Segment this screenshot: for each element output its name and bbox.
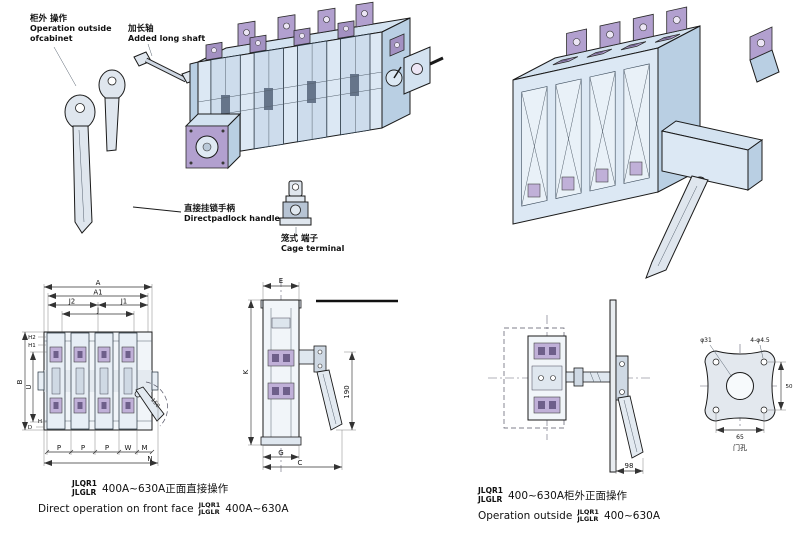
rotary-mechanism [385,33,444,95]
dim-label-50: 50 [786,384,793,390]
annotation-outside-cabinet-en2: ofcabinet [30,33,73,43]
operation-handles [64,69,126,234]
assembled-handle [645,175,709,279]
dim-label-D: D [28,425,32,431]
dim-label-98: 98 [625,462,634,470]
dim-label-H: H [38,419,42,425]
dim-label-P2: P [81,444,85,452]
caption-right-rating-en: 400~630A [603,510,661,523]
caption-left-en: Direct operation on front face [38,503,194,516]
cabinet-door-panel [609,299,617,473]
through-shaft [565,367,611,387]
dim-label-190: 190 [343,385,351,398]
front-view-handle: 150 [134,381,168,427]
caption-right-line2: Operation outside JLQR1 JLGLR 400~630A [478,508,661,524]
caption-left-rating-cn: 400A~630A正面直接操作 [101,483,229,496]
center-hole [726,372,754,400]
annotation-long-shaft: 加长轴 Added long shaft [128,24,205,44]
caption-left-model-bottom: JLGLR [72,487,97,497]
caption-left-models2: JLQR1 JLGLR [198,501,221,517]
outside-operation-view: 98 [488,299,650,474]
annotation-padlock-handle-cn: 直接挂锁手柄 [184,204,236,214]
cage-terminal-part [279,180,312,226]
annotation-cage-terminal-cn: 笼式 端子 [281,234,318,244]
annotation-outside-cabinet: 柜外 操作 Operation outside ofcabinet [30,14,112,43]
flange-adapter [184,112,242,170]
front-terminal-tabs [205,20,355,61]
dim-label-E: E [279,277,283,285]
caption-left-rating-en: 400A~630A [225,503,289,516]
caption-right-model-top: JLQR1 [478,486,503,495]
side-view-handle [298,345,343,431]
dim-label-M: M [141,444,147,452]
outside-handle [615,355,644,459]
dim-label-B: B [16,379,24,384]
caption-left-line2: Direct operation on front face JLQR1 JLG… [38,501,289,517]
dim-label-A: A [96,279,101,287]
dim-label-H2: H2 [28,335,36,341]
dim-label-dia31: φ31 [700,337,712,344]
dim-label-J: J [96,307,99,315]
dim-label-G: G [278,449,283,457]
caption-left-line1: JLQR1 JLGLR 400A~630A正面直接操作 [72,479,229,497]
exploded-view [53,1,444,234]
annotation-outside-cabinet-en1: Operation outside [30,24,112,34]
annotation-outside-cabinet-cn: 柜外 操作 [30,14,67,24]
caption-left-model-top2: JLQR1 [198,501,221,509]
side-dimension-view: E K 190 G C [242,277,398,472]
dim-label-P3: P [105,444,109,452]
dim-label-A1: A1 [93,289,102,297]
assembled-top-pads [552,33,681,66]
caption-right-model-top2: JLQR1 [577,508,599,516]
dim-label-K: K [242,369,250,374]
assembled-rear-tabs [566,6,688,56]
dim-label-N: N [147,455,152,463]
dim-label-J2: J2 [68,298,76,306]
dim-label-C: C [298,459,303,467]
annotation-padlock-handle: 直接挂锁手柄 Directpadlock handle [184,204,280,224]
dim-label-swing: 150 [149,397,161,409]
drive-box [660,120,764,191]
switch-body [189,1,444,161]
annotation-long-shaft-cn: 加长轴 [128,24,154,34]
assembled-view [512,6,780,279]
caption-right-model-bottom2: JLGLR [577,515,599,524]
annotation-cage-terminal-en: Cage terminal [281,244,345,254]
front-view-poles [46,332,138,430]
dim-label-65: 65 [736,434,744,441]
caption-right-rating-cn: 400~630A柜外正面操作 [507,490,628,503]
caption-right-model-bottom: JLGLR [478,494,503,504]
annotation-cage-terminal: 笼式 端子 Cage terminal [281,234,344,254]
caption-right-models1: JLQR1 JLGLR [478,486,503,504]
caption-right-en: Operation outside [478,510,573,523]
dim-label-J1: J1 [120,298,128,306]
caption-right-models2: JLQR1 JLGLR [577,508,599,524]
pole-windows [521,63,650,207]
rear-terminal-tabs [237,1,374,47]
dim-label-H1: H1 [28,343,36,349]
caption-left-model-bottom2: JLGLR [198,508,220,517]
front-dimension-view: A A1 J2 J1 J [16,279,168,466]
annotation-long-shaft-en: Added long shaft [128,34,206,44]
dim-label-P1: P [57,444,61,452]
caption-left-model-top: JLQR1 [72,479,97,488]
door-hole-plate: φ31 4-φ4.5 50 65 门孔 [700,337,793,452]
caption-right-line1: JLQR1 JLGLR 400~630A柜外正面操作 [478,486,628,504]
dim-label-U: U [25,384,33,389]
side-bracket-tab [749,26,780,83]
dim-label-holes: 4-φ4.5 [750,337,770,344]
assembled-front-face [512,47,659,225]
annotation-padlock-handle-en: Directpadlock handle [184,214,280,224]
dim-label-W: W [125,444,132,452]
caption-left-models1: JLQR1 JLGLR [72,479,97,497]
dim-label-door-hole: 门孔 [733,443,747,452]
